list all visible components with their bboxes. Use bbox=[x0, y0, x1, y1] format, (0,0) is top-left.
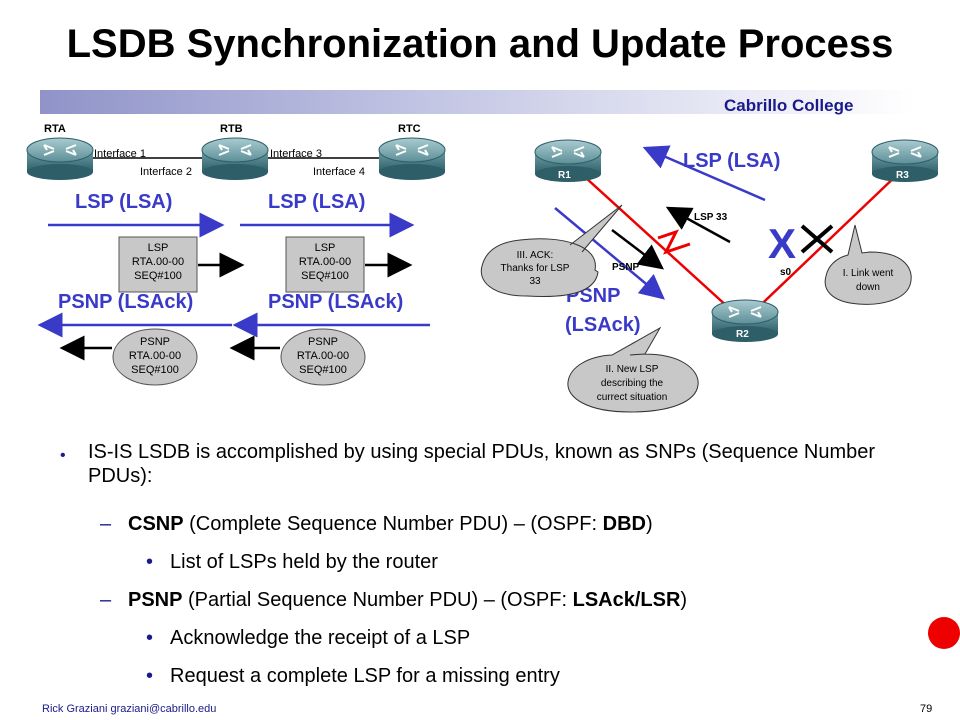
psnp-close: ) bbox=[680, 589, 688, 611]
router-label-rtc: RTC bbox=[398, 123, 421, 135]
page-title: LSDB Synchronization and Update Process bbox=[66, 22, 894, 66]
router-label-rtb: RTB bbox=[220, 123, 243, 135]
csnp-close: ) bbox=[645, 513, 653, 535]
left-diagram: RTA RTB RTC Interface 1 Interface 2 Inte… bbox=[26, 123, 446, 386]
x-mark-icon: X bbox=[768, 220, 796, 267]
bubble-new-lsp bbox=[567, 326, 699, 413]
psnp-box-2-line-2: RTA.00-00 bbox=[297, 350, 349, 362]
bubble-newlsp-line-2: describing the bbox=[601, 378, 664, 389]
red-dot-icon bbox=[928, 617, 960, 649]
router-label-r1: R1 bbox=[558, 170, 571, 181]
interface-label-3: Interface 3 bbox=[270, 148, 322, 160]
csnp-rest: (Complete Sequence Number PDU) – (OSPF: bbox=[183, 513, 603, 535]
router-icon-rtb bbox=[201, 137, 269, 181]
dash-icon: – bbox=[100, 589, 112, 611]
psnp-box-1 bbox=[112, 328, 198, 386]
right-diagram: R1 R2 R3 LSP (LSA) PSNP (LSAck) LSP 33 P… bbox=[480, 139, 939, 413]
bullet-csnp-text: CSNP (Complete Sequence Number PDU) – (O… bbox=[128, 512, 653, 536]
router-icon-rta bbox=[26, 137, 94, 181]
router-label-r3: R3 bbox=[896, 170, 909, 181]
interface-label-1: Interface 1 bbox=[94, 148, 146, 160]
lsp-box-1-line-1: LSP bbox=[148, 242, 169, 254]
bullet-dot-icon: • bbox=[146, 627, 154, 649]
psnp-ospf: LSAck/LSR bbox=[572, 589, 681, 611]
lsp-label-right: LSP (LSA) bbox=[683, 150, 780, 172]
router-label-r2: R2 bbox=[736, 329, 749, 340]
bubble-ack-line-3: 33 bbox=[529, 276, 541, 287]
lsp-box-1-line-3: SEQ#100 bbox=[134, 270, 182, 282]
router-icon-rtc bbox=[378, 137, 446, 181]
bullet-dot-icon: • bbox=[146, 665, 154, 687]
link-down-icon bbox=[800, 224, 834, 254]
csnp-ospf: DBD bbox=[602, 513, 646, 535]
router-label-rta: RTA bbox=[44, 123, 66, 135]
csnp-bold: CSNP bbox=[128, 513, 184, 535]
lsp-arrow-right bbox=[642, 145, 766, 202]
psnp-box-2-line-1: PSNP bbox=[308, 336, 338, 348]
bubble-newlsp-line-1: II. New LSP bbox=[606, 364, 659, 375]
lsp-box-2-line-3: SEQ#100 bbox=[301, 270, 349, 282]
psnp-small-arrow bbox=[611, 229, 664, 270]
lsp-label-2: LSP (LSA) bbox=[268, 191, 365, 213]
psnp-label-1: PSNP (LSAck) bbox=[58, 291, 193, 313]
bubble-link-line-2: down bbox=[856, 282, 880, 293]
psnp-rest: (Partial Sequence Number PDU) – (OSPF: bbox=[182, 589, 573, 611]
bubble-newlsp-line-3: currect situation bbox=[597, 392, 668, 403]
bullet-main-text: IS-IS LSDB is accomplished by using spec… bbox=[88, 441, 876, 487]
bubble-link-down bbox=[824, 224, 912, 305]
footer-author: Rick Graziani graziani@cabrillo.edu bbox=[42, 703, 217, 715]
dash-icon: – bbox=[100, 513, 112, 535]
bubble-ack bbox=[480, 204, 623, 297]
lsp33-label: LSP 33 bbox=[694, 212, 728, 223]
psnp-box-1-line-2: RTA.00-00 bbox=[129, 350, 181, 362]
bubble-ack-line-2: Thanks for LSP bbox=[501, 263, 570, 274]
interface-label-4: Interface 4 bbox=[313, 166, 365, 178]
page-number: 79 bbox=[920, 703, 933, 715]
link-r1-r2 bbox=[574, 167, 741, 319]
bullet-psnp-sub-2-text: Request a complete LSP for a missing ent… bbox=[170, 665, 560, 687]
interface-s0-label: s0 bbox=[780, 267, 792, 278]
lsp-box-2 bbox=[285, 236, 365, 293]
bubble-link-line-1: I. Link went bbox=[843, 268, 894, 279]
lsp-box-2-line-2: RTA.00-00 bbox=[299, 256, 351, 268]
psnp-box-2 bbox=[280, 328, 366, 386]
bullet-dot-icon: • bbox=[60, 447, 66, 464]
psnp-box-1-line-3: SEQ#100 bbox=[131, 364, 179, 376]
bullet-psnp-sub-1-text: Acknowledge the receipt of a LSP bbox=[170, 627, 471, 649]
psnp-bold: PSNP bbox=[128, 589, 183, 611]
interface-label-2: Interface 2 bbox=[140, 166, 192, 178]
psnp-box-1-line-1: PSNP bbox=[140, 336, 170, 348]
bullet-psnp-text: PSNP (Partial Sequence Number PDU) – (OS… bbox=[128, 588, 687, 612]
lightning-icon bbox=[657, 229, 691, 255]
psnp-label-right-2: (LSAck) bbox=[565, 314, 641, 336]
bullet-dot-icon: • bbox=[146, 551, 154, 573]
psnp-label-2: PSNP (LSAck) bbox=[268, 291, 403, 313]
lsp-box-1 bbox=[118, 236, 198, 293]
lsp-label-1: LSP (LSA) bbox=[75, 191, 172, 213]
college-name: Cabrillo College bbox=[724, 96, 854, 115]
psnp-arrow-right bbox=[554, 207, 665, 300]
psnp-small-label: PSNP bbox=[612, 262, 640, 273]
lsp33-arrow bbox=[665, 206, 731, 244]
bullet-csnp-sub-text: List of LSPs held by the router bbox=[170, 551, 438, 573]
lsp-box-2-line-1: LSP bbox=[315, 242, 336, 254]
bubble-ack-line-1: III. ACK: bbox=[517, 250, 554, 261]
psnp-box-2-line-3: SEQ#100 bbox=[299, 364, 347, 376]
title-divider bbox=[40, 90, 915, 114]
lsp-box-1-line-2: RTA.00-00 bbox=[132, 256, 184, 268]
